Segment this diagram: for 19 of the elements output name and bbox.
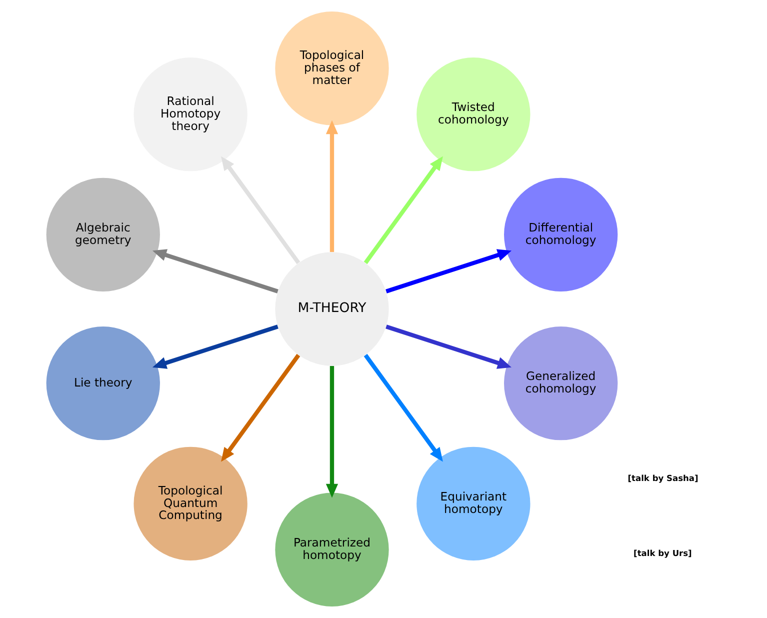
label: [talk by Sasha] [628,473,698,484]
node-circle: M-THEORY [275,252,389,366]
arrow [326,366,338,498]
node-circle: Generalized cohomology [504,326,618,440]
node-circle: Lie theory [46,326,160,440]
arrow [221,354,300,462]
arrow [386,249,512,294]
arrow [152,249,278,294]
node-circle: Differential cohomology [504,178,618,292]
label: [talk by Urs] [634,548,692,558]
arrow [364,354,443,462]
node-circle: Algebraic geometry [46,178,160,292]
node-circle: Parametrized homotopy [275,492,389,606]
node-circle: Topological phases of matter [275,12,389,126]
arrow [386,324,512,369]
arrow [152,324,278,369]
arrow [326,120,338,252]
arrow [364,156,443,264]
arrow [221,156,300,264]
